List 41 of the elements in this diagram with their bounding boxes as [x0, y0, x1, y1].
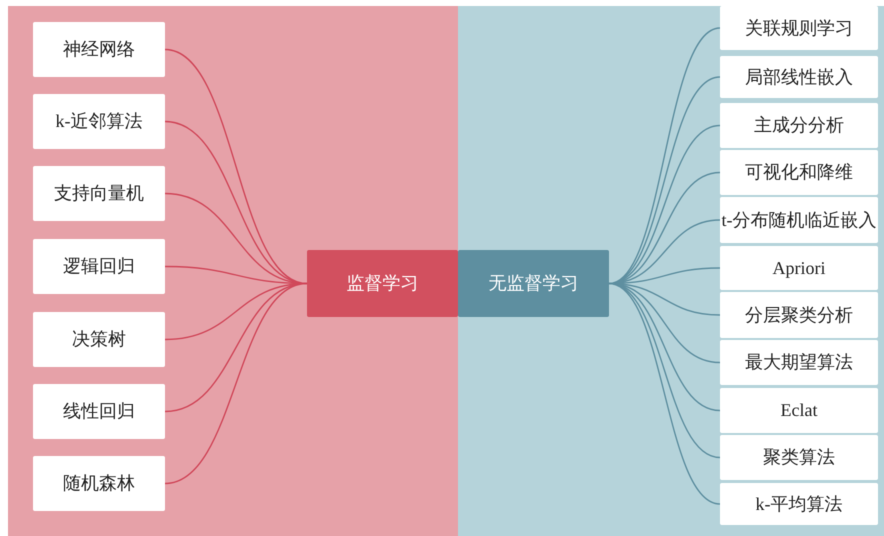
- topic-box: [33, 456, 165, 511]
- topic-label: 神经网络: [63, 39, 135, 60]
- topic-label: 局部线性嵌入: [745, 66, 853, 88]
- topic-label: 关联规则学习: [745, 18, 853, 38]
- topic-label: 决策树: [72, 329, 126, 350]
- topic-box: [720, 6, 878, 50]
- topic-box: [720, 150, 878, 195]
- topic-label: 主成分分析: [754, 115, 844, 136]
- category-box: [307, 250, 458, 317]
- topic-label: 聚类算法: [763, 447, 835, 468]
- topic-box: [720, 246, 878, 290]
- topic-box: [720, 435, 878, 480]
- topic-box: [33, 239, 165, 294]
- topic-label: 可视化和降维: [745, 162, 853, 183]
- category-label: 无监督学习: [488, 273, 578, 294]
- topic-label: t-分布随机临近嵌入: [722, 210, 876, 230]
- topic-label: k-平均算法: [756, 494, 842, 514]
- topic-box: [720, 103, 878, 148]
- topic-label: Apriori: [772, 258, 826, 278]
- topic-box: [720, 340, 878, 385]
- topic-box: [720, 483, 878, 525]
- topic-box: [33, 94, 165, 149]
- topic-label: 支持向量机: [54, 183, 144, 204]
- topic-box: [33, 312, 165, 367]
- topic-label: 逻辑回归: [63, 256, 135, 277]
- topic-label: 线性回归: [63, 401, 135, 422]
- topic-label: 分层聚类分析: [745, 304, 853, 326]
- topic-label: Eclat: [780, 400, 818, 421]
- connector-line: [608, 282, 720, 505]
- topic-label: 随机森林: [63, 473, 135, 494]
- topic-box: [33, 166, 165, 221]
- topic-box: [720, 197, 878, 243]
- category-label: 监督学习: [346, 273, 418, 294]
- topic-box: [720, 388, 878, 433]
- topic-label: 最大期望算法: [745, 352, 853, 373]
- category-box: [458, 250, 609, 317]
- topic-box: [33, 22, 165, 77]
- topic-box: [33, 384, 165, 439]
- topic-label: k-近邻算法: [56, 111, 142, 132]
- topic-box: [720, 292, 878, 338]
- topic-box: [720, 56, 878, 98]
